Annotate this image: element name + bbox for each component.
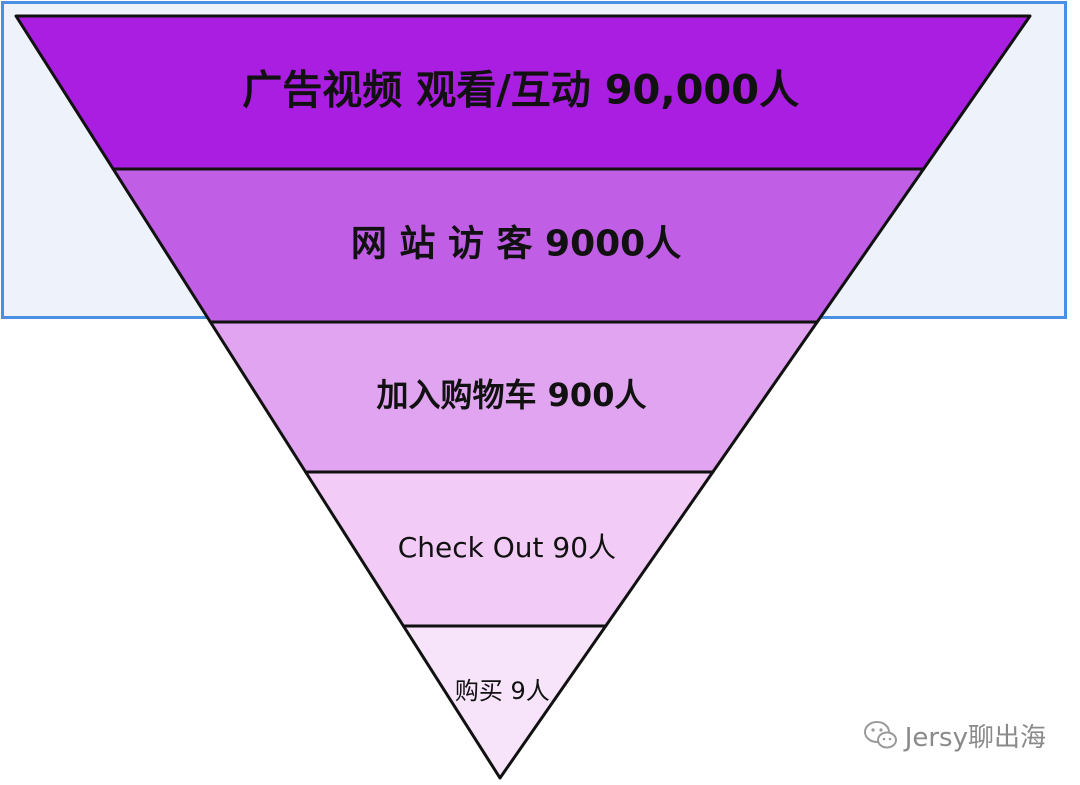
funnel-stage-label-1: 广告视频 观看/互动 90,000人 <box>242 68 799 114</box>
watermark-text: Jersy聊出海 <box>904 722 1046 753</box>
funnel-stage-5 <box>401 624 608 780</box>
funnel-stage-label-4: Check Out 90人 <box>398 531 616 564</box>
funnel-stage-label-5: 购买 9人 <box>455 677 550 705</box>
funnel-stage-label-3: 加入购物车 900人 <box>377 376 647 414</box>
wechat-icon <box>863 721 897 749</box>
watermark: Jersy聊出海 <box>863 718 1046 753</box>
funnel-stage-label-2: 网 站 访 客 9000人 <box>351 224 681 265</box>
